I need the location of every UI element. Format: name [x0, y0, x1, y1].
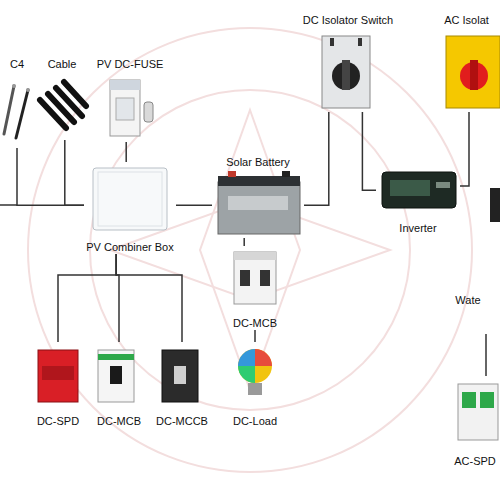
- fuse-holder: [110, 80, 153, 136]
- component-label: DC-Load: [233, 415, 277, 428]
- component-label: Wate: [455, 294, 480, 307]
- component-label: Solar Battery: [226, 156, 290, 169]
- watermark-seal: [28, 28, 472, 472]
- wire-connector: [116, 254, 182, 342]
- mccb-picture: [162, 350, 198, 402]
- component-label: Inverter: [399, 222, 436, 235]
- component-node: AC Isolat: [435, 14, 498, 112]
- component-label: Cable: [48, 58, 77, 71]
- component-label: C4: [10, 58, 24, 71]
- component-label: DC-MCB: [97, 415, 141, 428]
- component-node: C4: [0, 58, 34, 148]
- wire-connector: [58, 254, 116, 342]
- component-node: DC-MCB: [90, 342, 148, 428]
- combiner-box-picture: [93, 168, 167, 230]
- bulb-picture: [238, 349, 272, 395]
- component-label: PV DC-FUSE: [97, 58, 164, 71]
- wire-connector: [65, 140, 84, 205]
- component-node: Inverter: [376, 165, 460, 235]
- ac-isolator-picture: [446, 36, 500, 108]
- mcb-picture: [234, 252, 276, 304]
- mcb-picture: [98, 350, 134, 402]
- component-node: Cable: [34, 58, 90, 140]
- inverter-picture: [382, 172, 456, 208]
- wire-connector: [485, 334, 487, 376]
- wire-connector: [460, 112, 469, 186]
- component-node: DC-MCCB: [150, 342, 214, 428]
- component-node: Wate: [438, 294, 498, 334]
- cable-picture: [40, 82, 86, 128]
- component-label: PV Combiner Box: [86, 241, 173, 254]
- component-node: PV DC-FUSE: [92, 58, 168, 142]
- component-node: DC-Load: [222, 342, 288, 428]
- component-node: DC Isolator Switch: [300, 14, 396, 112]
- component-label: DC-SPD: [37, 415, 79, 428]
- wire-connector: [243, 238, 245, 246]
- component-label: DC Isolator Switch: [303, 14, 393, 27]
- device-edge: [490, 188, 500, 222]
- component-node: Solar Battery: [212, 156, 304, 238]
- spd-picture: [38, 350, 78, 402]
- wire-connector: [125, 142, 127, 162]
- component-label: AC Isolat: [444, 14, 489, 27]
- component-label: DC-MCCB: [156, 415, 208, 428]
- ac-spd-picture: [458, 384, 498, 440]
- battery-picture: [218, 171, 300, 234]
- component-node: DC-MCB: [225, 246, 285, 330]
- component-label: DC-MCB: [233, 317, 277, 330]
- wire-stub: [0, 204, 17, 206]
- component-label: AC-SPD: [454, 455, 496, 468]
- wire-connector: [254, 330, 256, 342]
- mc4-connector: [4, 84, 30, 138]
- component-node: PV Combiner Box: [84, 162, 176, 254]
- wire-connector: [304, 112, 329, 205]
- component-node: AC-SPD: [452, 376, 498, 468]
- dc-isolator-picture: [322, 36, 370, 108]
- wire-connector: [17, 148, 84, 205]
- component-node: DC-SPD: [28, 342, 88, 428]
- wire-connector: [176, 204, 212, 206]
- wire-connector: [362, 112, 376, 190]
